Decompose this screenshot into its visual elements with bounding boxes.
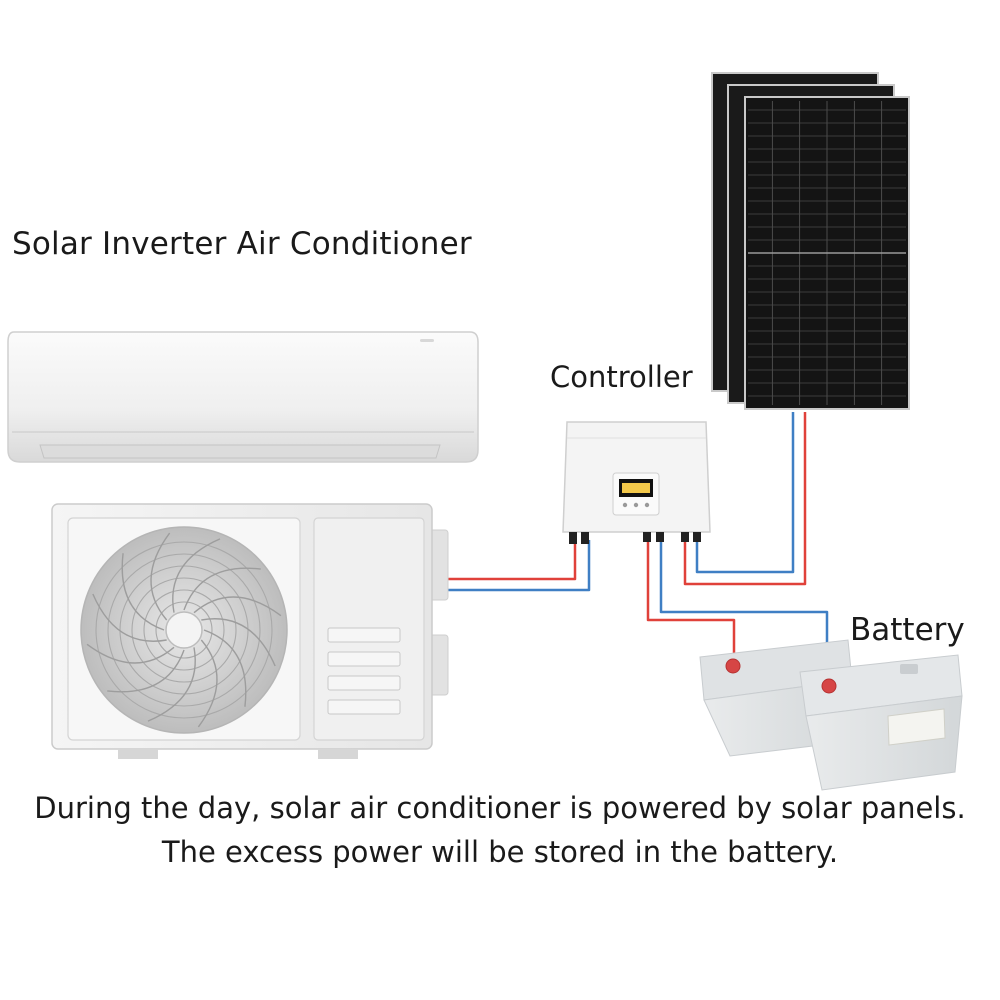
ac-negative-wire: [430, 540, 591, 592]
wiring: [430, 412, 829, 660]
battery-label: Battery: [850, 612, 965, 648]
solar-panel-cells: [748, 101, 906, 405]
battery-front: [799, 654, 963, 791]
outdoor-unit-vents: [327, 627, 401, 715]
battery-bank: [699, 639, 963, 791]
outdoor-unit-foot-left: [118, 749, 158, 759]
solar-charge-controller: [562, 421, 711, 544]
ac-positive-wire: [430, 540, 577, 581]
battery-positive-wire: [646, 538, 736, 660]
fan-icon: [80, 526, 288, 734]
air-conditioner-indoor-unit: [7, 331, 479, 463]
page-title: Solar Inverter Air Conditioner: [12, 226, 472, 262]
air-conditioner-outdoor-unit: [51, 503, 449, 759]
panel-positive-wire: [683, 412, 807, 586]
outdoor-unit-foot-right: [318, 749, 358, 759]
controller-label: Controller: [550, 360, 693, 394]
battery-negative-wire: [659, 538, 829, 650]
caption-line-2: The excess power will be stored in the b…: [161, 835, 839, 869]
caption: During the day, solar air conditioner is…: [0, 786, 1000, 874]
caption-line-1: During the day, solar air conditioner is…: [34, 791, 966, 825]
panel-negative-wire: [695, 412, 795, 574]
solar-panel-array: [711, 72, 910, 410]
